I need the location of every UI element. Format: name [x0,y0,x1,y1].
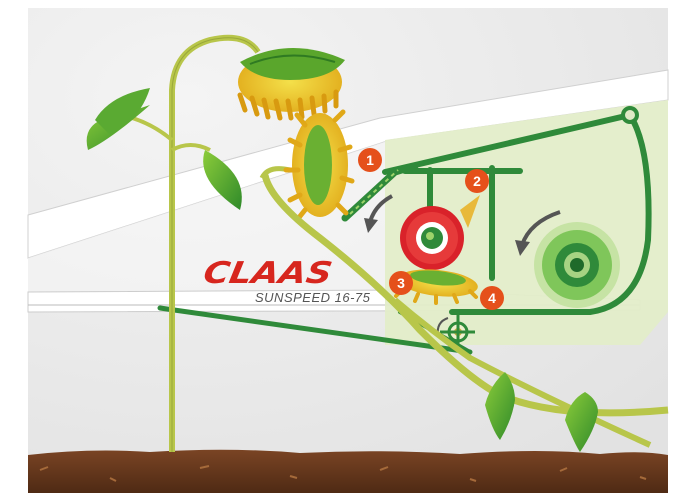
callout-badge-1: 1 [358,148,382,172]
soil [28,450,668,493]
callout-badge-3: 3 [389,271,413,295]
drive-pulley [534,222,620,308]
callout-number: 2 [473,173,481,189]
model-name: SUNSPEED 16-75 [255,290,371,305]
brand-logo: CLAAS [201,256,335,291]
callout-number: 1 [366,152,374,168]
frame-pivot [623,108,637,122]
callout-number: 3 [397,275,405,291]
callout-badge-2: 2 [465,169,489,193]
callout-badge-4: 4 [480,286,504,310]
callout-number: 4 [488,290,496,306]
